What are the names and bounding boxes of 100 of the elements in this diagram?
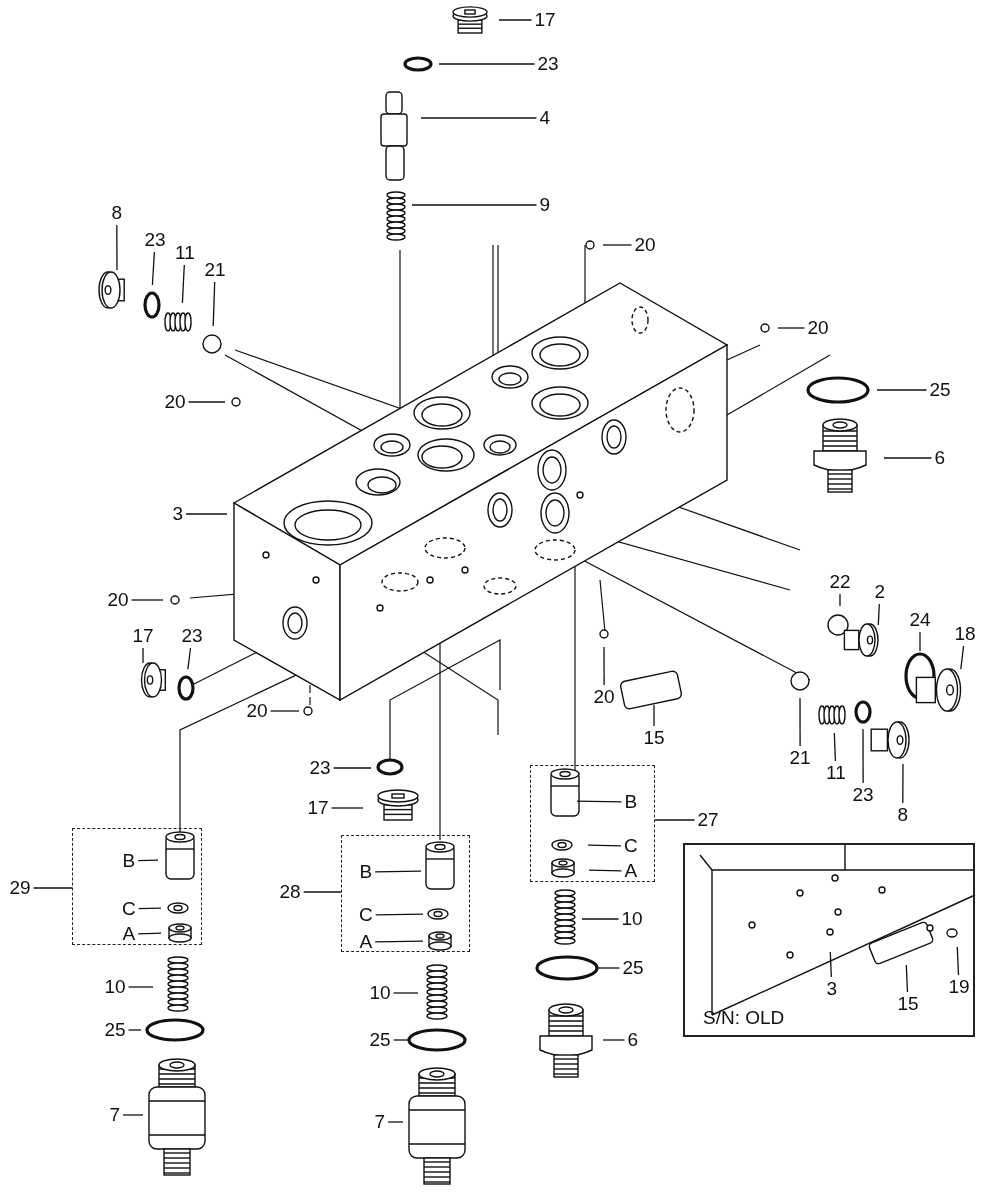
callout-number: 10 [103, 977, 127, 997]
leader-line [420, 117, 538, 119]
leader-line [576, 800, 623, 803]
leader-line [138, 907, 162, 910]
leader-line [777, 327, 806, 329]
callout-number: 25 [368, 1030, 392, 1050]
callout-number: 8 [110, 203, 124, 223]
leader-line [392, 992, 419, 994]
callout-number: C [121, 899, 137, 919]
callout-number: 22 [828, 572, 852, 592]
callout-number: 20 [633, 235, 657, 255]
leader-line [142, 647, 144, 664]
callout-number: B [358, 862, 374, 882]
leader-line [877, 603, 880, 626]
callout-number: 17 [131, 626, 155, 646]
callout-number: 9 [538, 195, 552, 215]
callout-number: 28 [278, 882, 302, 902]
leader-line [332, 767, 372, 769]
callout-number: A [623, 861, 639, 881]
callout-number: 6 [933, 448, 947, 468]
leader-line [116, 224, 118, 271]
leader-line [883, 457, 933, 459]
leader-line [392, 1039, 409, 1041]
leader-line [374, 940, 424, 943]
leader-line [187, 401, 226, 403]
leader-line [122, 1114, 144, 1116]
callout-number: 23 [143, 230, 167, 250]
leader-line [919, 631, 921, 652]
leader-line [829, 951, 832, 978]
leader-line [833, 732, 837, 762]
leader-line [32, 887, 73, 889]
callout-number: 24 [908, 610, 932, 630]
callout-number: 20 [592, 687, 616, 707]
leader-line [596, 967, 621, 969]
leader-line [799, 697, 801, 747]
callout-number: 3 [825, 979, 839, 999]
callout-number: 18 [953, 624, 977, 644]
callout-number: 15 [896, 994, 920, 1014]
callout-number: 20 [106, 590, 130, 610]
leader-line [185, 513, 228, 515]
leader-line [956, 946, 960, 976]
leader-line [862, 728, 864, 784]
leader-line [905, 964, 909, 993]
leader-line [137, 859, 159, 862]
leader-line [581, 918, 620, 920]
leader-line [137, 932, 162, 935]
callout-number: 21 [203, 260, 227, 280]
callout-number: A [358, 932, 374, 952]
leader-line [876, 389, 928, 391]
leader-line [151, 251, 156, 286]
assembly-group-box [530, 765, 655, 882]
callout-number: 11 [174, 243, 196, 263]
leader-line [187, 647, 192, 670]
leader-line [438, 63, 536, 65]
leader-line [602, 244, 633, 246]
leader-line [130, 599, 164, 601]
leader-line [127, 986, 154, 988]
callout-number: 23 [851, 785, 875, 805]
leader-line [587, 844, 622, 847]
callout-number: 27 [696, 810, 720, 830]
serial-number-note: S/N: OLD [703, 1007, 785, 1029]
callout-number: 20 [163, 392, 187, 412]
callout-number: 21 [788, 748, 812, 768]
leader-line [411, 204, 538, 206]
callout-number: 17 [306, 798, 330, 818]
callout-number: 17 [533, 10, 557, 30]
callout-number: 20 [806, 318, 830, 338]
callout-number: A [121, 924, 137, 944]
callout-number: C [623, 836, 639, 856]
leader-line [902, 763, 904, 804]
callout-number: 8 [896, 805, 910, 825]
callout-number: 29 [8, 878, 32, 898]
callout-number: 10 [620, 909, 644, 929]
leader-line [269, 710, 300, 712]
callout-number: 20 [245, 701, 269, 721]
callout-number: 25 [103, 1020, 127, 1040]
leader-line [375, 913, 424, 916]
assembly-group-box [341, 835, 470, 952]
callout-number: B [623, 792, 639, 812]
leader-line [330, 807, 364, 809]
callout-number: 23 [536, 54, 560, 74]
leader-line [302, 891, 342, 893]
leader-line [654, 819, 696, 821]
leader-line [602, 1039, 626, 1041]
leader-line [127, 1029, 142, 1031]
callout-number: 23 [308, 758, 332, 778]
leader-line [374, 870, 422, 873]
callout-number: 6 [626, 1030, 640, 1050]
detail-inset-box [683, 843, 975, 1037]
callout-number: 15 [642, 728, 666, 748]
callout-number: 10 [368, 983, 392, 1003]
callout-number: 11 [825, 763, 847, 783]
leader-line [588, 869, 623, 872]
leader-line [212, 281, 216, 327]
leader-line [653, 704, 655, 727]
leader-line [498, 19, 533, 21]
callout-number: 7 [373, 1112, 387, 1132]
leader-line [839, 593, 841, 607]
leader-line [603, 646, 605, 686]
assembly-group-box [72, 828, 202, 945]
